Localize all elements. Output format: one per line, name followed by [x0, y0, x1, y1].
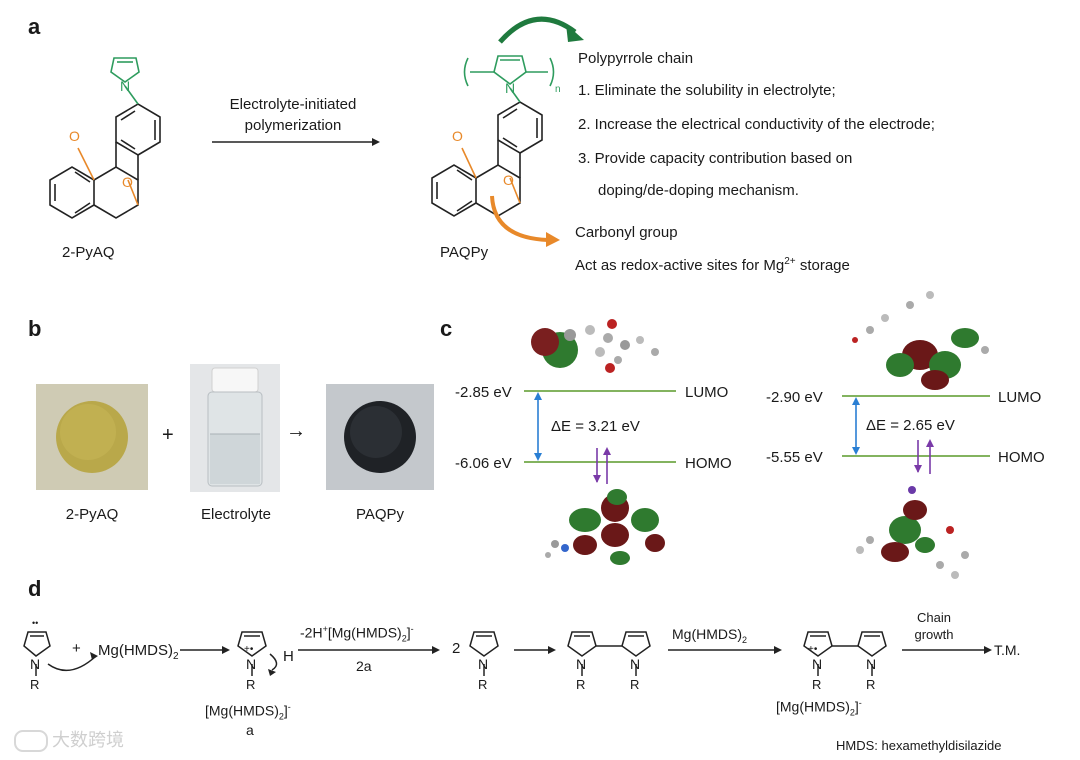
atom-r: R	[576, 677, 586, 692]
target-material: T.M.	[994, 642, 1021, 658]
atom-n-label: N	[505, 80, 516, 96]
panel-label-c: c	[440, 316, 453, 341]
photo-label-paqpy: PAQPy	[355, 506, 405, 523]
plus-sign: +	[162, 424, 174, 446]
poly-point-3-cont: doping/de-doping mechanism.	[598, 182, 799, 199]
atom-o-label: O	[122, 174, 133, 190]
atom-n: N	[812, 656, 823, 672]
lumo-label-left: LUMO	[685, 384, 729, 401]
panel-label-a: a	[28, 14, 41, 39]
gap-label-left: ΔE = 3.21 eV	[551, 418, 640, 435]
mg-hmds-step: Mg(HMDS)2	[672, 626, 748, 645]
panel-label-d: d	[28, 576, 42, 601]
lumo-orbital-right	[852, 291, 989, 390]
atom-n: N	[630, 656, 641, 672]
watermark-logo-icon	[14, 730, 48, 752]
poly-point-1: 1. Eliminate the solubility in electroly…	[578, 82, 836, 99]
atom-r: R	[812, 677, 822, 692]
chain-growth-line1: Chain	[917, 610, 951, 625]
atom-n: N	[246, 656, 257, 672]
atom-r: R	[246, 677, 256, 692]
structure-2-pyaq	[49, 16, 584, 247]
lone-pair-dots: ••	[32, 618, 39, 628]
photo-paqpy	[326, 384, 434, 490]
homo-label-right: HOMO	[998, 449, 1045, 466]
lumo-orbital-left	[531, 319, 659, 373]
panel-label-b: b	[28, 316, 42, 341]
atom-n-label: N	[120, 78, 131, 94]
watermark: 大数跨境	[14, 726, 124, 752]
atom-n: N	[478, 656, 489, 672]
atom-o-label: O	[452, 128, 463, 144]
plus-sign: +	[72, 640, 81, 657]
homo-energy-right: -5.55 eV	[766, 449, 823, 466]
lumo-energy-left: -2.85 eV	[455, 384, 512, 401]
carbonyl-title: Carbonyl group	[575, 224, 678, 241]
atom-o-label: O	[69, 128, 80, 144]
lumo-energy-right: -2.90 eV	[766, 389, 823, 406]
radical-cation: +•	[808, 644, 818, 655]
coefficient-2: 2	[452, 640, 461, 657]
chain-growth-line2: growth	[914, 627, 954, 642]
counterion-final: [Mg(HMDS)2]-	[776, 698, 862, 718]
reaction-condition-line2: polymerization	[244, 117, 342, 134]
atom-n: N	[866, 656, 877, 672]
atom-r: R	[30, 677, 40, 692]
radical-cation: +•	[244, 644, 254, 655]
polypyrrole-title: Polypyrrole chain	[578, 50, 694, 67]
atom-h: H	[283, 648, 294, 665]
atom-r: R	[630, 677, 640, 692]
atom-r: R	[478, 677, 488, 692]
product-label: PAQPy	[440, 244, 489, 261]
poly-point-2: 2. Increase the electrical conductivity …	[578, 116, 935, 133]
mg-hmds-reagent: Mg(HMDS)2	[98, 642, 179, 662]
atom-r: R	[866, 677, 876, 692]
photo-electrolyte-vial	[190, 364, 280, 492]
step1-below: 2a	[356, 658, 372, 674]
poly-point-3: 3. Provide capacity contribution based o…	[578, 150, 853, 167]
photo-label-2-pyaq: 2-PyAQ	[65, 506, 119, 523]
homo-orbital-right	[856, 486, 969, 579]
gap-label-right: ΔE = 2.65 eV	[866, 417, 955, 434]
label-a: a	[246, 722, 254, 738]
lumo-label-right: LUMO	[998, 389, 1042, 406]
atom-o-label: O	[503, 172, 514, 188]
atom-n: N	[30, 656, 41, 672]
photo-label-electrolyte: Electrolyte	[200, 506, 272, 523]
step1-reagent: -2H+[Mg(HMDS)2]-	[300, 624, 414, 644]
arrow-sign: →	[286, 420, 306, 442]
atom-n: N	[576, 656, 587, 672]
reaction-condition-line1: Electrolyte-initiated	[229, 96, 357, 113]
photo-2-pyaq	[36, 384, 148, 490]
homo-label-left: HOMO	[685, 455, 732, 472]
hmds-footnote: HMDS: hexamethyldisilazide	[836, 738, 1002, 753]
carbonyl-description: Act as redox-active sites for Mg2+ stora…	[575, 256, 850, 274]
reactant-label: 2-PyAQ	[62, 244, 115, 261]
homo-energy-left: -6.06 eV	[455, 455, 512, 472]
homo-orbital-left	[545, 489, 665, 565]
counterion-a: [Mg(HMDS)2]-	[205, 702, 291, 722]
polymer-n: n	[555, 84, 561, 95]
